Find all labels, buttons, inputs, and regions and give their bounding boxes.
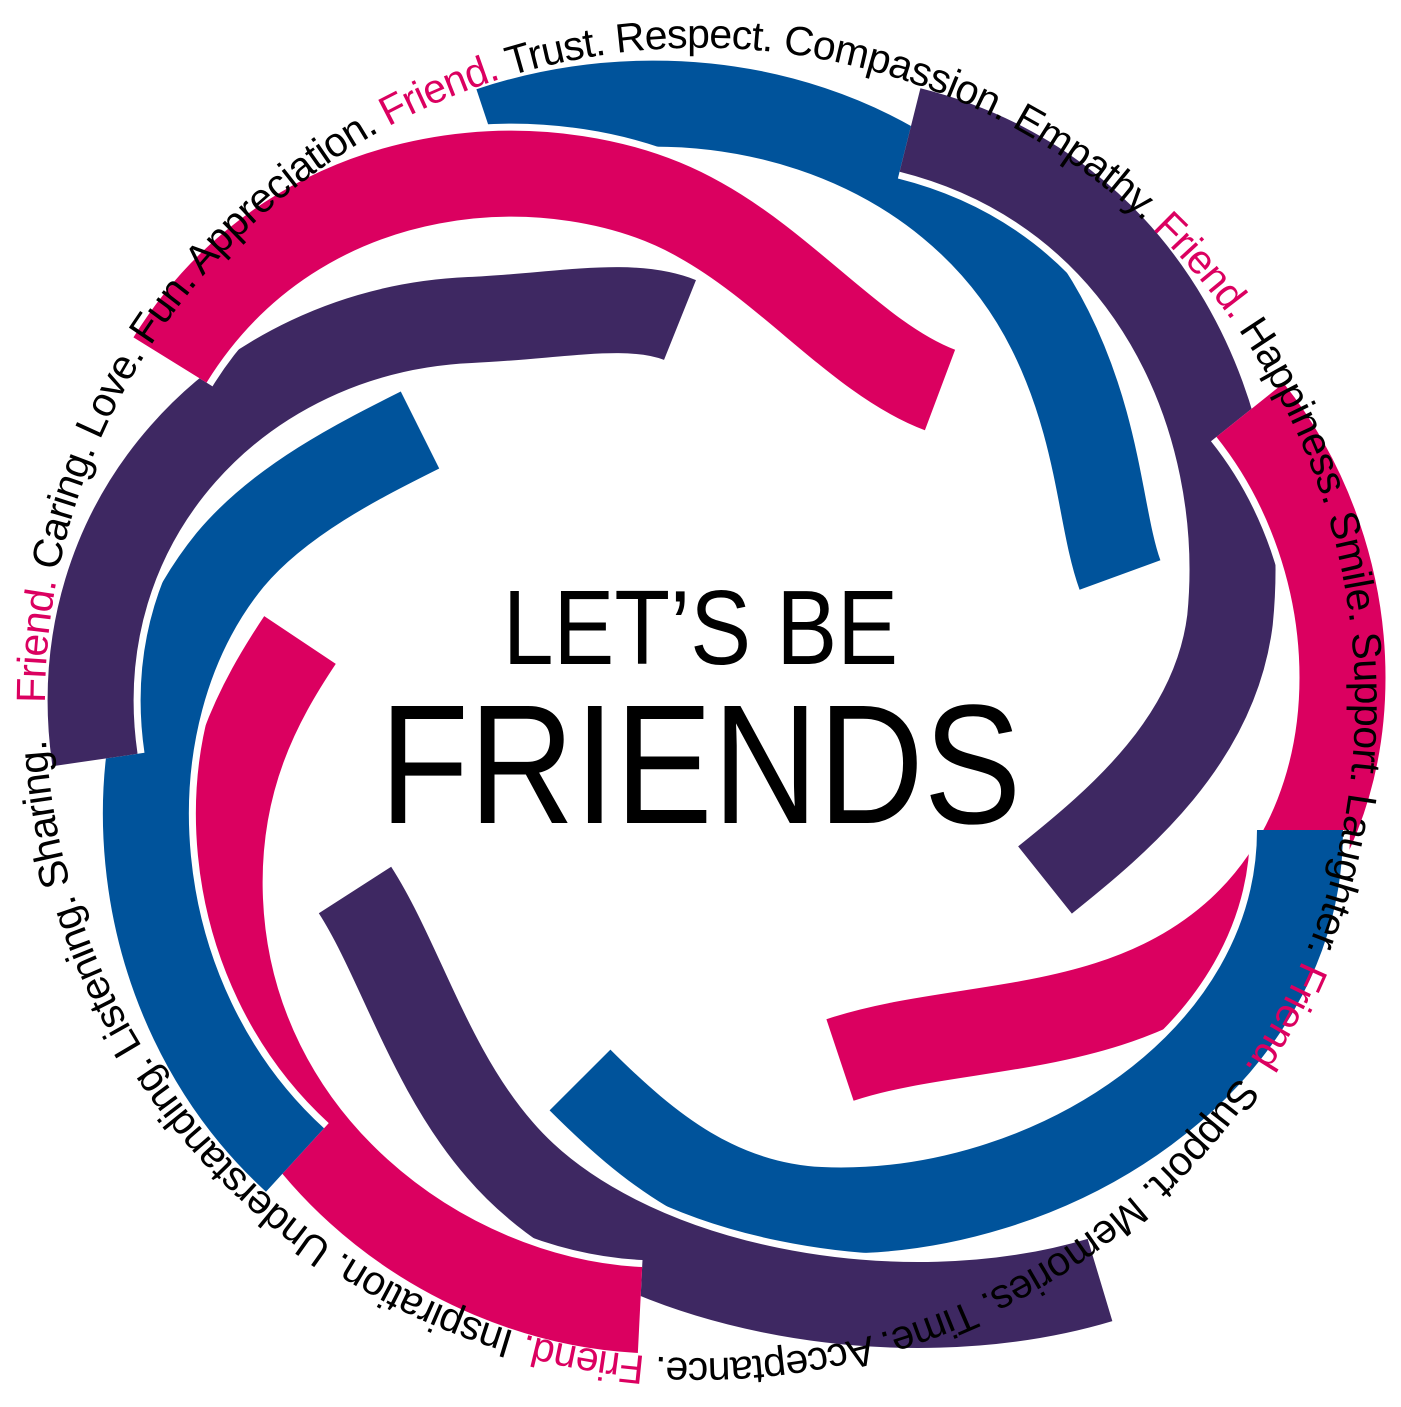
ring-word: Friend. [371, 43, 504, 134]
title-line-1: LET’S BE [502, 569, 899, 687]
title-line-2: FRIENDS [379, 670, 1022, 860]
woven-ribbons [40, 53, 1393, 1360]
